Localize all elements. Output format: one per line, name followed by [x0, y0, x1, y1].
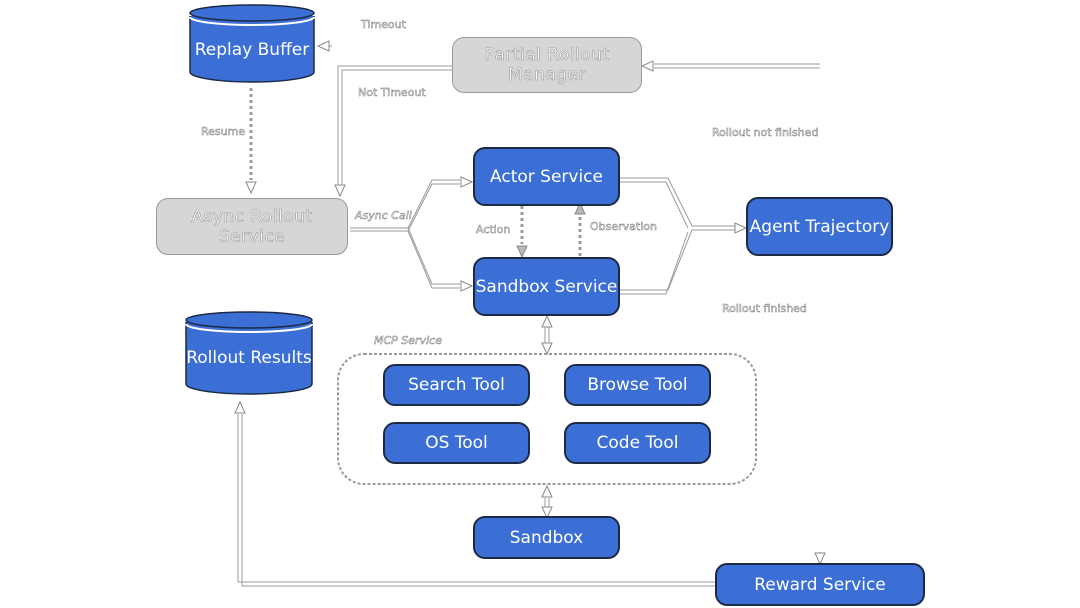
mcp-service-label: MCP Service: [374, 334, 442, 348]
replay-buffer-label: Replay Buffer: [194, 40, 310, 60]
reward-service-label: Reward Service: [754, 574, 886, 595]
resume-label: Resume: [201, 125, 246, 139]
code-tool[interactable]: Code Tool: [564, 422, 711, 464]
partial-rollout-manager[interactable]: Partial Rollout Manager: [452, 37, 642, 93]
search-tool-label: Search Tool: [408, 375, 505, 395]
browse-tool[interactable]: Browse Tool: [564, 364, 711, 406]
not-timeout-label: Not Timeout: [358, 86, 426, 100]
search-tool[interactable]: Search Tool: [383, 364, 530, 406]
async-rollout-service-label: Async Rollout Service: [191, 206, 313, 247]
rollout-results-cylinder: [185, 311, 313, 395]
agent-trajectory-label: Agent Trajectory: [749, 216, 890, 237]
sandbox-label: Sandbox: [509, 527, 584, 548]
edge-reward-to-rollout-results: [234, 400, 716, 587]
action-label: Action: [476, 223, 511, 237]
reward-service[interactable]: Reward Service: [715, 563, 925, 606]
sandbox[interactable]: Sandbox: [473, 516, 620, 559]
browse-tool-label: Browse Tool: [587, 375, 688, 395]
edge-sandbox-service-mcp: [541, 314, 553, 356]
os-tool-label: OS Tool: [425, 433, 488, 453]
observation-label: Observation: [590, 220, 657, 234]
edge-async-call: [350, 176, 474, 292]
edge-to-agent-trajectory: [620, 177, 748, 295]
mcp-service-container: [337, 353, 757, 485]
actor-service[interactable]: Actor Service: [473, 147, 620, 206]
rollout-finished-label: Rollout finished: [722, 302, 807, 316]
partial-rollout-manager-label: Partial Rollout Manager: [484, 45, 610, 86]
timeout-label: Timeout: [361, 18, 406, 32]
edge-mcp-sandbox: [541, 484, 553, 520]
sandbox-service-label: Sandbox Service: [475, 276, 618, 297]
os-tool[interactable]: OS Tool: [383, 422, 530, 464]
async-rollout-service[interactable]: Async Rollout Service: [156, 198, 348, 255]
sandbox-service[interactable]: Sandbox Service: [473, 257, 620, 316]
edge-into-partial-rollout-manager: [640, 60, 820, 72]
rollout-not-finished-label: Rollout not finished: [712, 126, 819, 140]
actor-service-label: Actor Service: [490, 166, 603, 187]
code-tool-label: Code Tool: [596, 433, 679, 453]
agent-trajectory[interactable]: Agent Trajectory: [746, 197, 893, 256]
replay-buffer-cylinder: [189, 4, 315, 83]
async-call-label: Async Call: [355, 209, 412, 223]
rollout-results-label: Rollout Results: [186, 348, 312, 368]
edge-not-timeout: [334, 65, 452, 198]
